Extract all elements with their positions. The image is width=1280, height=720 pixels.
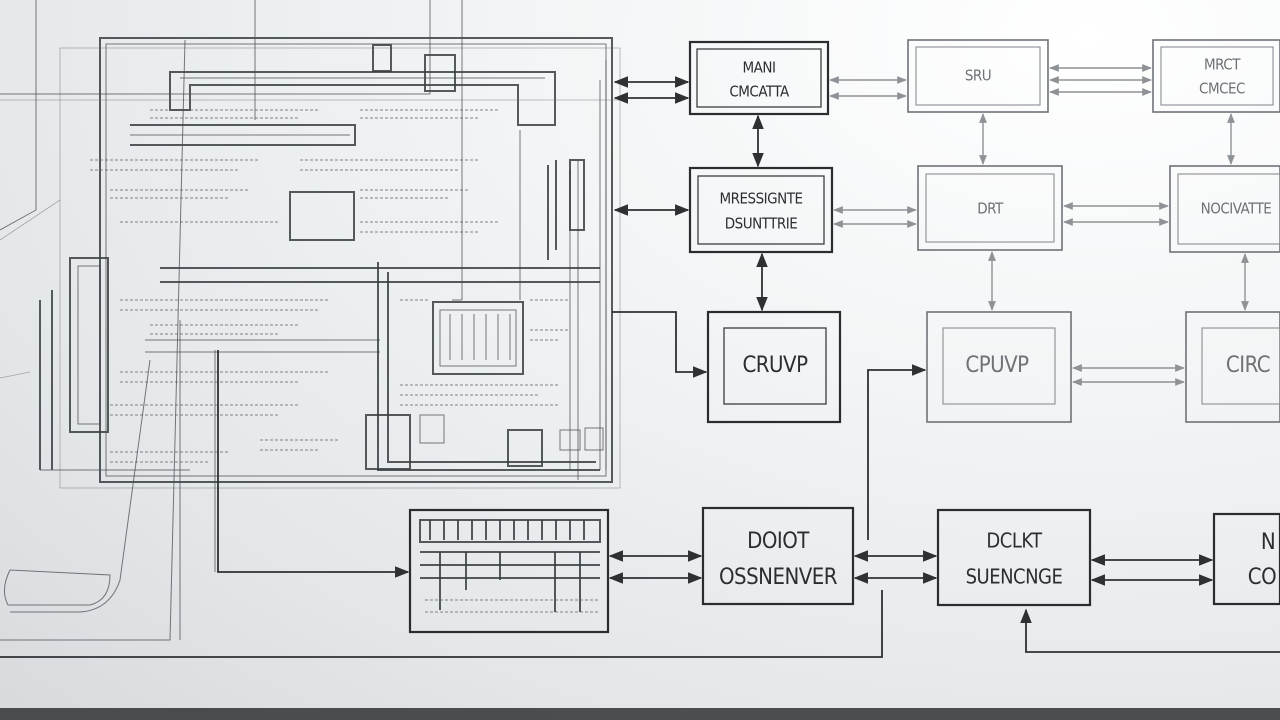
block-mid-mid-label: DRT <box>977 200 1004 218</box>
paper-edge <box>0 708 1280 720</box>
block-top-mid-label: SRU <box>965 67 991 85</box>
block-top-left-line2: CMCATTA <box>729 83 790 101</box>
block-cpu-left-label: CRUVP <box>742 353 808 378</box>
block-cpu-left: CRUVP <box>706 310 842 424</box>
block-mid-right: NOCIVATTE <box>1169 165 1280 253</box>
block-bottom-left-line1: DOIOT <box>747 529 810 554</box>
block-bottom-right: N CO <box>1212 512 1280 606</box>
block-top-right: MRCT CMCEC <box>1152 39 1280 113</box>
block-bottom-right-line1: N <box>1261 530 1275 555</box>
block-top-right-line1: MRCT <box>1204 56 1241 74</box>
block-mid-right-label: NOCIVATTE <box>1201 200 1272 218</box>
block-cpu-mid-label: CPUVP <box>965 353 1029 378</box>
block-bottom-mid: DCLKT SUENCNGE <box>936 508 1092 607</box>
logic-array-block <box>408 508 610 634</box>
block-bottom-left-line2: OSSNENVER <box>719 565 838 590</box>
block-bottom-mid-line1: DCLKT <box>986 529 1043 553</box>
block-mid-left: MRESSIGNTE DSUNTTRIE <box>688 166 834 254</box>
block-bottom-mid-line2: SUENCNGE <box>966 565 1063 589</box>
block-cpu-right-label: CIRC <box>1226 353 1270 378</box>
schematic-sketch <box>0 0 621 641</box>
block-top-right-line2: CMCEC <box>1199 80 1245 98</box>
block-mid-left-line2: DSUNTTRIE <box>725 215 798 233</box>
block-cpu-mid: CPUVP <box>926 311 1072 423</box>
block-mid-mid: DRT <box>917 165 1063 251</box>
block-bottom-right-line2: CO <box>1248 565 1276 590</box>
block-top-mid: SRU <box>907 39 1049 113</box>
connections <box>0 64 1280 658</box>
block-mid-left-line1: MRESSIGNTE <box>720 190 803 208</box>
block-top-left: MANI CMCATTA <box>688 40 830 116</box>
block-bottom-left: DOIOT OSSNENVER <box>701 506 855 606</box>
block-top-left-line1: MANI <box>743 59 776 77</box>
block-cpu-right: CIRC <box>1185 311 1280 423</box>
